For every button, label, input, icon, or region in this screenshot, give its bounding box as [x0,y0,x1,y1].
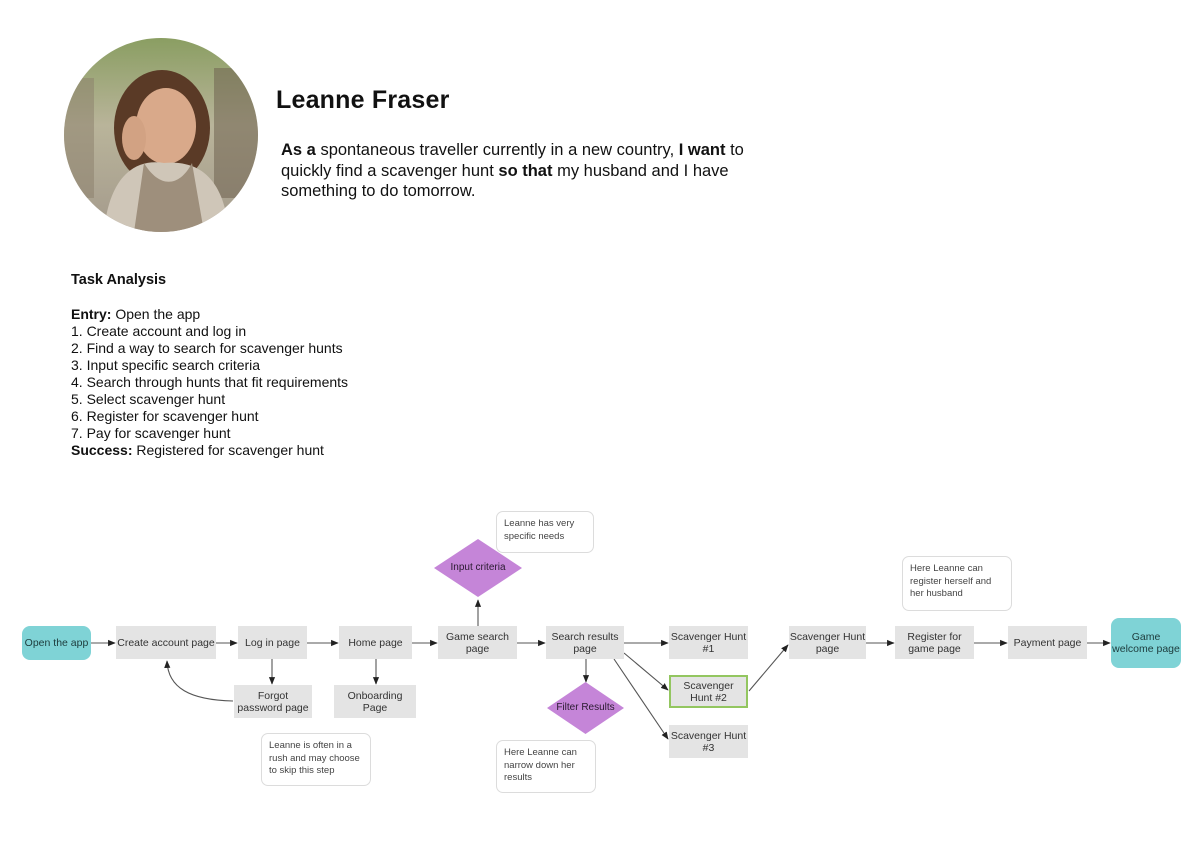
story-so-text: my husband and I have something to do to… [281,161,729,201]
user-story: As a spontaneous traveller currently in … [281,140,781,202]
node-hunt-3: Scavenger Hunt #3 [669,725,748,758]
task-analysis-heading: Task Analysis [71,272,167,288]
task-analysis: Task Analysis Entry: Open the app 1. Cre… [71,272,348,459]
task-entry-label: Entry: [71,306,112,322]
decision-label: Filter Results [556,702,615,713]
task-success-text: Registered for scavenger hunt [132,442,324,458]
task-entry-text: Open the app [111,306,201,322]
task-success: Success: Registered for scavenger hunt [71,442,348,459]
node-payment: Payment page [1008,626,1087,659]
story-want-label: I want [678,141,726,159]
node-forgot-password: Forgot password page [234,685,312,718]
task-entry: Entry: Open the app [71,306,348,323]
task-step: 7. Pay for scavenger hunt [71,425,231,441]
story-want-text: to quickly find a scavenger hunt [281,141,744,180]
arrow-results-to-hunt2 [623,652,669,691]
task-step: 5. Select scavenger hunt [71,391,226,407]
note-narrow-results: Here Leanne can narrow down her results [496,740,596,793]
arrow-forgot-to-create [164,660,234,702]
node-onboarding: Onboarding Page [334,685,416,718]
node-create-account: Create account page [116,626,216,659]
story-as-text: spontaneous traveller currently in a new… [315,141,679,159]
node-hunt-1: Scavenger Hunt #1 [669,626,748,659]
task-step: 4. Search through hunts that fit require… [71,374,349,390]
node-hunt-page: Scavenger Hunt page [789,626,866,659]
task-step: 2. Find a way to search for scavenger hu… [71,340,343,356]
task-step: 1. Create account and log in [71,323,247,339]
node-open-app: Open the app [22,626,91,660]
decision-label: Input criteria [450,562,506,573]
story-so-label: so that [498,161,553,180]
note-register-husband: Here Leanne can register herself and her… [902,556,1012,611]
note-specific-needs: Leanne has very specific needs [496,511,594,553]
arrow-results-to-hunt3 [613,658,669,740]
story-as-label: As a [281,141,316,159]
arrow-hunt2-to-huntpage [748,644,789,692]
persona-name: Leanne Fraser [276,86,450,114]
note-rush: Leanne is often in a rush and may choose… [261,733,371,786]
node-hunt-2: Scavenger Hunt #2 [669,675,748,708]
task-steps: 1. Create account and log in 2. Find a w… [71,323,348,442]
task-step: 3. Input specific search criteria [71,357,261,373]
node-game-search: Game search page [438,626,517,659]
persona-photo [64,38,258,232]
node-home: Home page [339,626,412,659]
node-game-welcome: Game welcome page [1111,618,1181,668]
decision-filter-results: Filter Results [547,682,624,734]
node-login: Log in page [238,626,307,659]
node-search-results: Search results page [546,626,624,659]
task-success-label: Success: [71,442,133,458]
task-step: 6. Register for scavenger hunt [71,408,259,424]
node-register: Register for game page [895,626,974,659]
